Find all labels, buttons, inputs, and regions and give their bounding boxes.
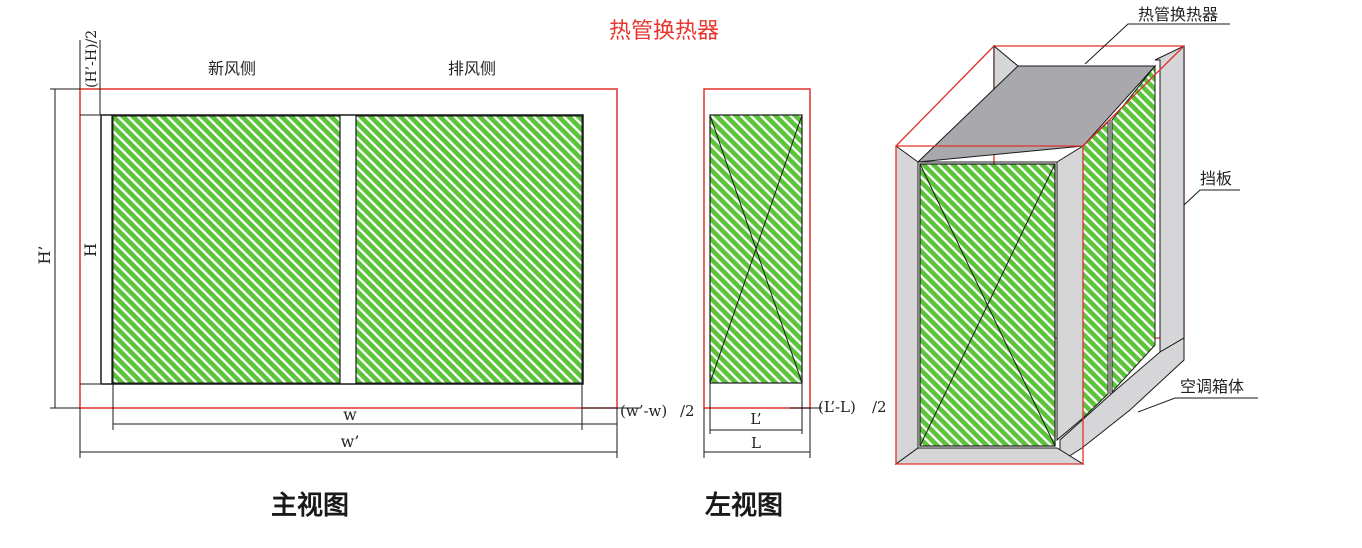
exhaust-side-label: 排风侧 <box>448 59 496 78</box>
dim-top-offset: (H’-H)/2 <box>84 30 100 88</box>
iso-label-casing: 空调箱体 <box>1180 377 1244 396</box>
isometric-view: 热管换热器 挡板 空调箱体 <box>894 5 1258 465</box>
iso-label-baffle: 挡板 <box>1200 169 1232 188</box>
side-view: L’ L (L’-L) /2 左视图 <box>703 88 887 521</box>
dim-w-offset: (w’-w) <box>620 402 667 420</box>
dim-w-inner: w <box>343 405 357 424</box>
side-view-caption: 左视图 <box>705 491 783 521</box>
diagram-title: 热管换热器 <box>609 19 719 44</box>
front-casing-outline <box>79 88 618 409</box>
front-view-caption: 主视图 <box>271 491 349 521</box>
dim-L-offset-div: /2 <box>872 398 887 416</box>
iso-front-left-baffle <box>895 145 919 465</box>
dim-L-offset: (L’-L) <box>818 398 856 416</box>
dim-w-outer: w’ <box>341 432 360 451</box>
iso-front-bottom-baffle <box>894 447 1085 465</box>
dim-w-offset-div: /2 <box>680 402 695 420</box>
iso-label-exchanger: 热管换热器 <box>1138 5 1218 24</box>
exhaust-air-panel <box>355 115 583 384</box>
front-exchanger-frame <box>100 114 584 385</box>
fresh-air-side-label: 新风侧 <box>208 59 256 78</box>
dim-L-outer: L <box>751 434 761 452</box>
dim-H-inner: H <box>81 243 100 257</box>
dim-H-outer: H’ <box>35 245 54 264</box>
iso-casing-front-outline <box>895 145 1084 465</box>
dim-L-inner: L’ <box>750 410 761 428</box>
iso-exchanger-side-hatch-back <box>1111 64 1156 394</box>
front-view: 新风侧 排风侧 (H’-H)/2 H’ H w w’ (w’-w) /2 主视图 <box>35 30 695 521</box>
fresh-air-panel <box>112 115 341 384</box>
iso-right-baffle <box>1154 45 1185 353</box>
side-casing-outline <box>703 88 811 409</box>
iso-exchanger-side-hatch-front <box>1082 120 1109 420</box>
